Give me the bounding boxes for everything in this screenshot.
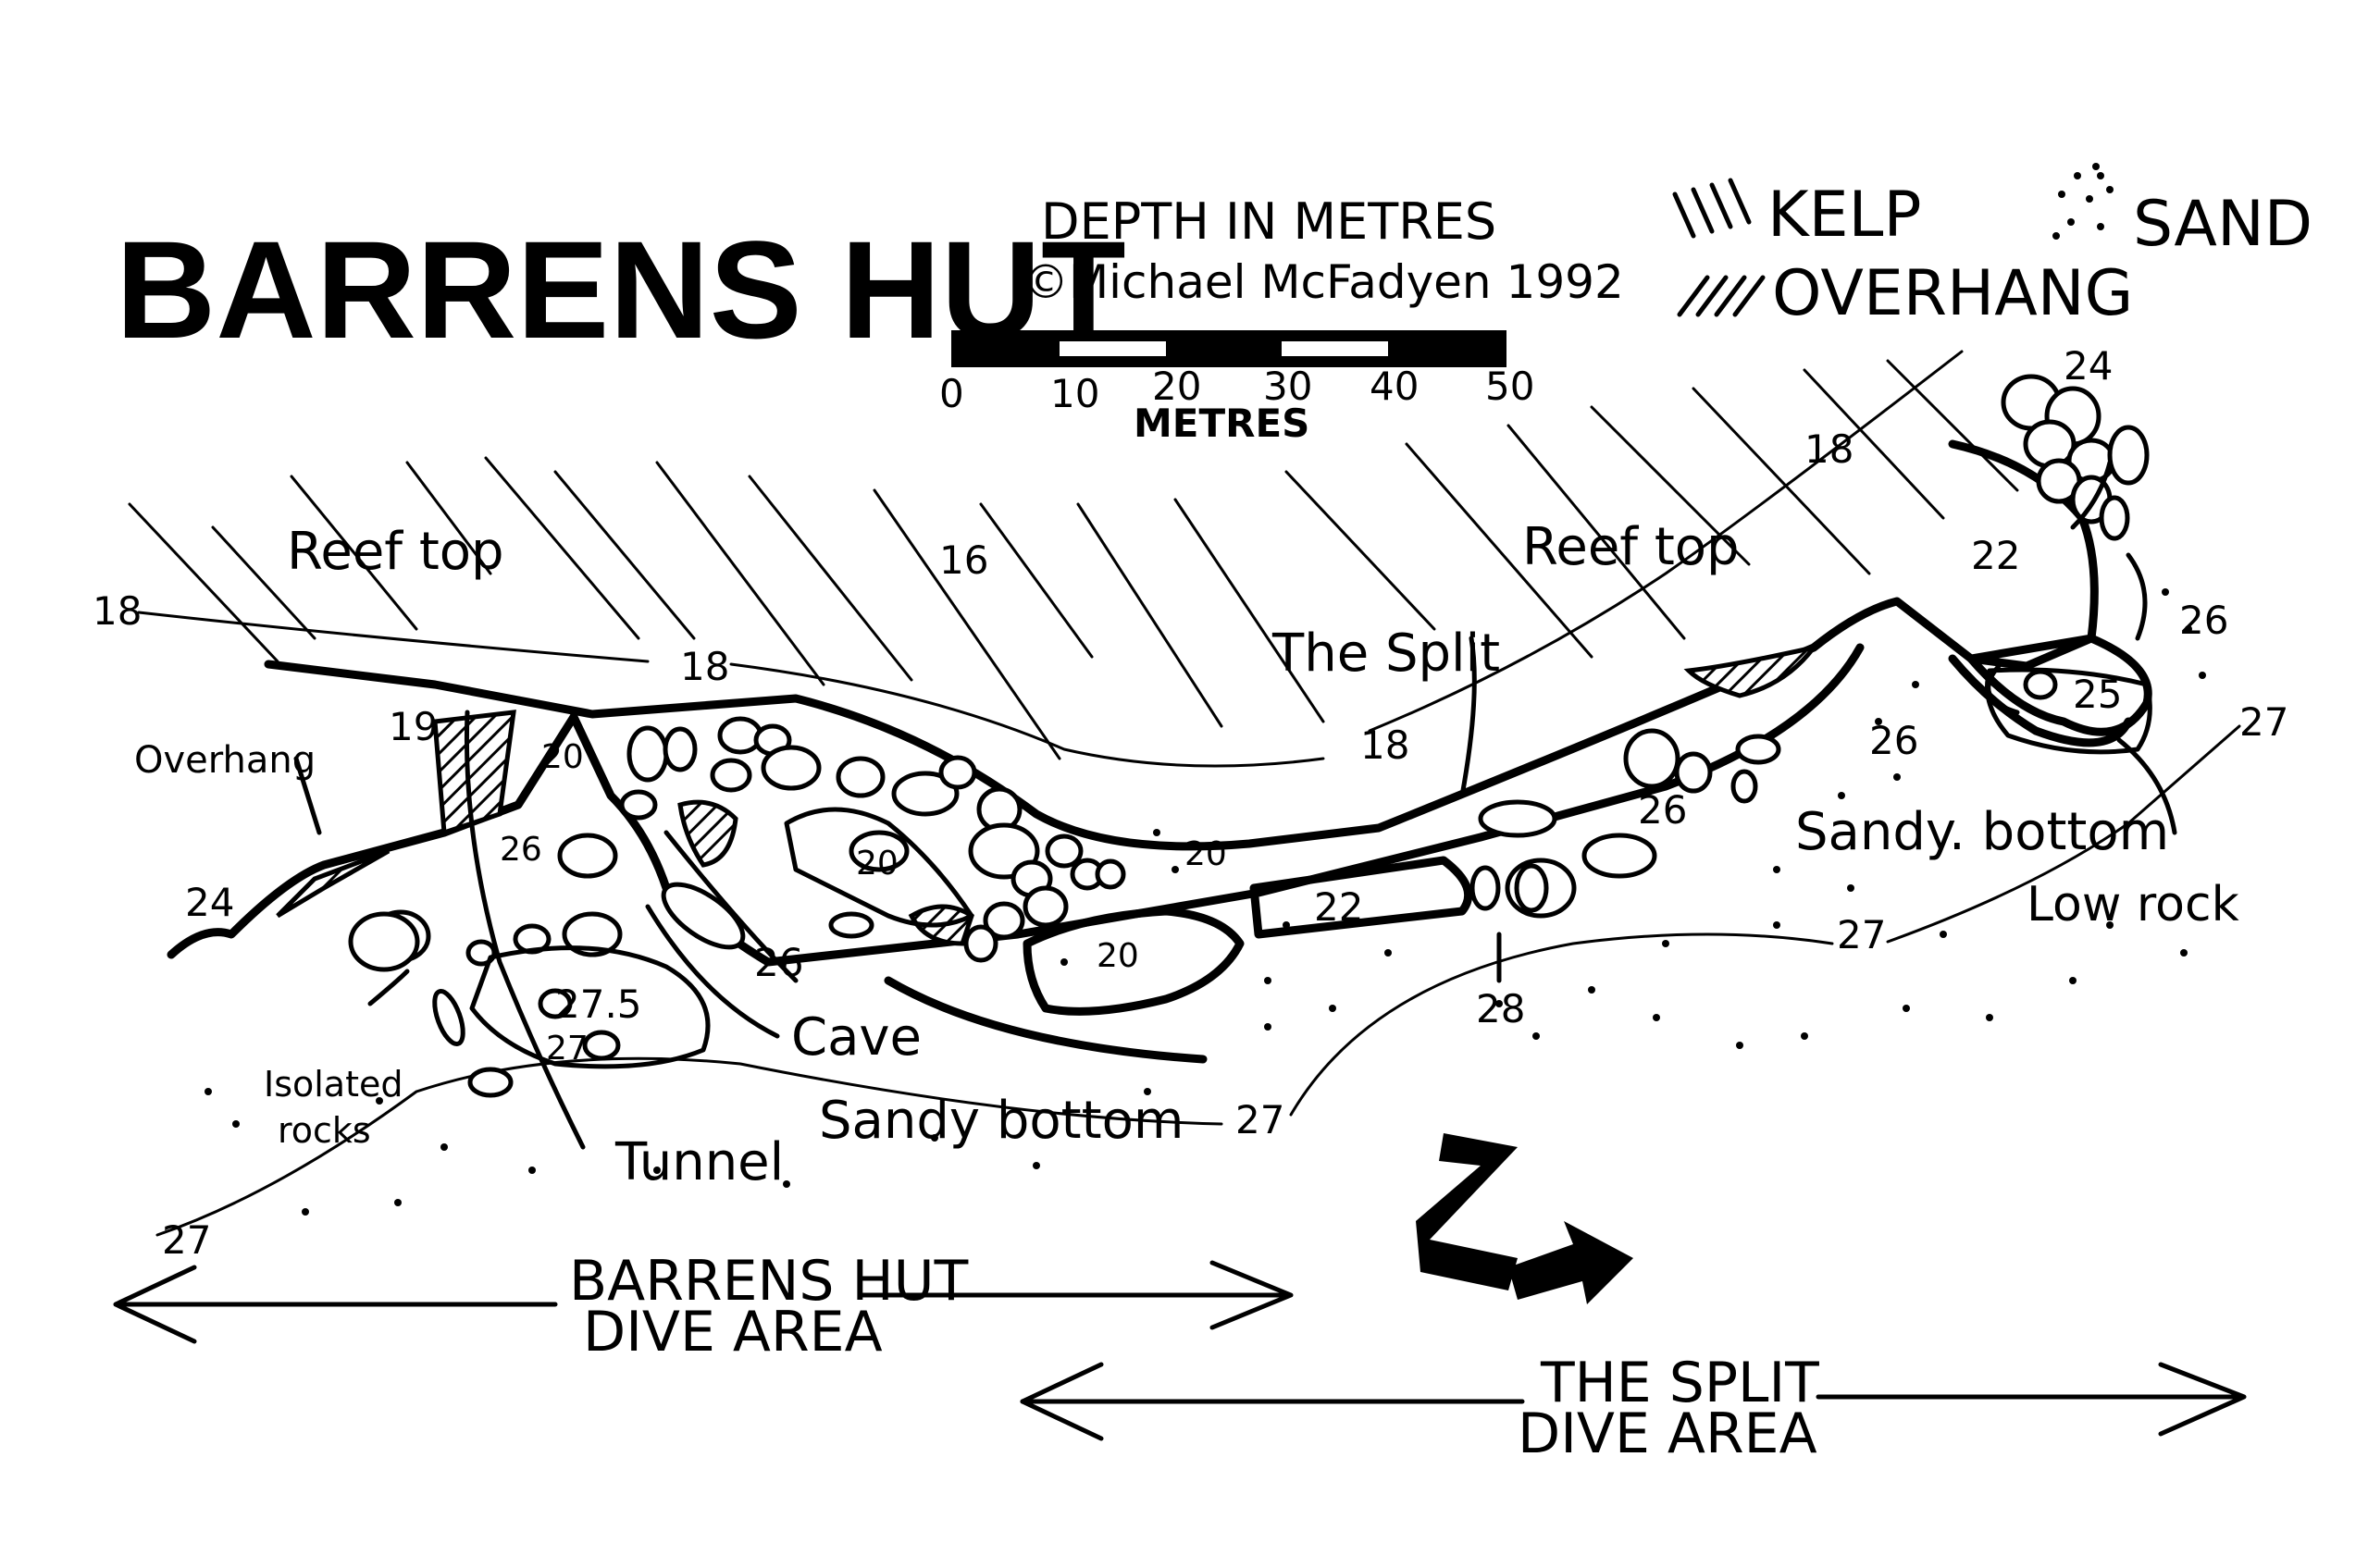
depth-note: DEPTH IN METRES	[1041, 192, 1496, 251]
kelp-field	[128, 359, 2019, 760]
depth-label: 20	[856, 845, 899, 883]
depth-label: 22	[1971, 533, 2020, 578]
copyright-text: ©Michael McFadyen 1992	[1023, 255, 1624, 309]
depth-label: 18	[1360, 722, 1409, 768]
legend-kelp: KELP	[1767, 179, 1921, 252]
rock-regions	[469, 460, 2152, 1069]
depth-label: 25	[2073, 672, 2122, 717]
legend-overhang: OVERHANG	[1772, 257, 2133, 330]
depth-label: 27.5	[555, 982, 642, 1027]
scale-bar: 0 10 20 30 40 50 METRES	[939, 330, 1534, 446]
depth-label: 27	[1235, 1097, 1284, 1142]
label-low-rock: Low rock	[2027, 877, 2239, 932]
depth-label: 18	[93, 588, 142, 634]
reef-outline	[167, 439, 2152, 1064]
depth-contours	[137, 350, 2241, 1237]
depth-label: 20	[1184, 835, 1227, 873]
scale-tick: 50	[1485, 364, 1534, 409]
depth-label: 28	[1476, 986, 1525, 1031]
depth-label: 22	[1314, 884, 1363, 930]
depth-label: 16	[939, 537, 988, 583]
label-reef-top-right: Reef top	[1522, 517, 1740, 577]
depth-label: 26	[1638, 787, 1687, 833]
legend: KELP OVERHANG SAND	[1672, 163, 2312, 330]
label-tunnel: Tunnel	[614, 1132, 784, 1192]
depth-label: 27	[546, 1030, 589, 1068]
depth-label: 20	[541, 738, 584, 776]
split-area-label: DIVE AREA	[1518, 1401, 1817, 1466]
depth-label: 26	[500, 831, 542, 869]
depth-label: 24	[2064, 343, 2113, 389]
depth-labels: 18 18 18 18 16 19 20 20 20 20 22 22 24 2…	[93, 343, 2288, 1263]
north-arrow-icon	[1416, 1133, 1633, 1304]
depth-label: 26	[1869, 718, 1918, 763]
label-the-split: The Split	[1271, 623, 1500, 684]
scale-tick: 20	[1152, 364, 1201, 409]
overhang-areas	[276, 644, 1820, 946]
sand-dots	[205, 172, 2206, 1216]
label-isolated-rocks: Isolated	[264, 1064, 403, 1105]
split-area-label: THE SPLIT	[1540, 1351, 1819, 1415]
label-reef-top-left: Reef top	[287, 522, 504, 582]
label-cave: Cave	[791, 1007, 922, 1068]
label-sandy-bottom-left: Sandy bottom	[819, 1091, 1184, 1151]
barrens-dive-area-arrow: BARRENS HUT DIVE AREA	[113, 1249, 1294, 1364]
label-sandy-bottom-right: Sandy. bottom	[1795, 802, 2169, 862]
depth-label: 19	[389, 704, 438, 749]
scale-tick: 40	[1370, 364, 1419, 409]
depth-label: 26	[2179, 598, 2228, 643]
scale-tick: 10	[1050, 371, 1099, 416]
kelp-icon	[1672, 178, 1752, 239]
barrens-area-label: BARRENS HUT	[569, 1249, 969, 1314]
scale-unit: METRES	[1134, 401, 1309, 446]
depth-label: 18	[1804, 426, 1853, 472]
depth-label: 26	[754, 940, 803, 985]
overhang-icon	[1677, 275, 1766, 317]
scale-tick: 0	[939, 371, 964, 416]
legend-sand: SAND	[2133, 188, 2312, 261]
depth-label: 27	[1837, 912, 1886, 957]
split-dive-area-arrow: THE SPLIT DIVE AREA	[1020, 1351, 2247, 1466]
depth-label: 27	[162, 1217, 211, 1263]
scale-tick: 30	[1263, 364, 1312, 409]
pointer-lines	[293, 636, 2177, 1150]
label-isolated-rocks: rocks	[278, 1110, 371, 1151]
barrens-area-label: DIVE AREA	[583, 1300, 883, 1364]
sand-icon	[2052, 163, 2114, 240]
label-overhang: Overhang	[134, 739, 316, 782]
depth-label: 27	[2239, 699, 2288, 745]
depth-label: 18	[680, 644, 729, 689]
rocks	[348, 374, 2150, 1098]
depth-label: 24	[185, 880, 234, 925]
depth-label: 20	[1097, 937, 1139, 975]
